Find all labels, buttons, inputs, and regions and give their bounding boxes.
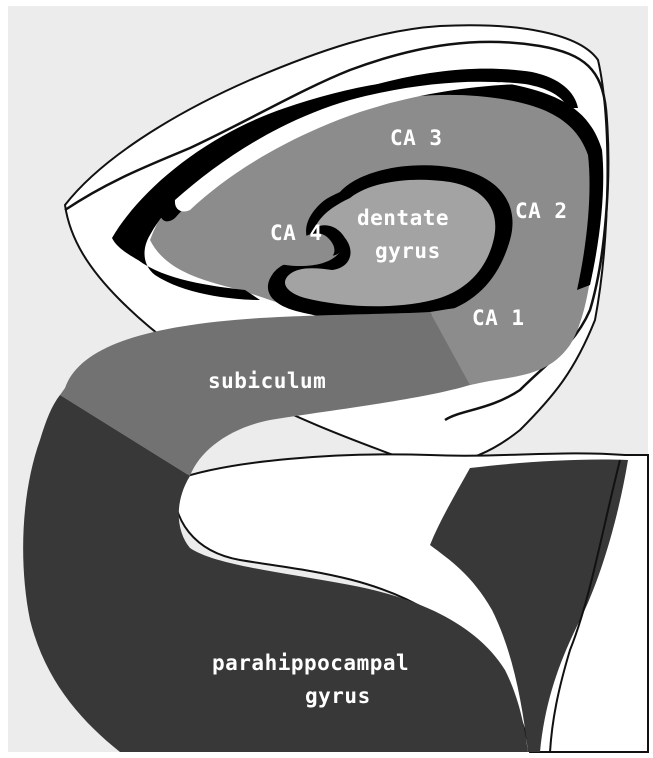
label-parahippocampal-line2: gyrus bbox=[305, 684, 371, 708]
label-subiculum: subiculum bbox=[208, 369, 326, 393]
label-ca1: CA 1 bbox=[472, 306, 525, 330]
label-ca2: CA 2 bbox=[515, 199, 568, 223]
label-parahippocampal-line1: parahippocampal bbox=[212, 651, 409, 675]
label-ca4: CA 4 bbox=[270, 221, 323, 245]
label-ca3: CA 3 bbox=[390, 126, 443, 150]
label-dentate-line1: dentate bbox=[357, 206, 449, 230]
label-dentate-line2: gyrus bbox=[375, 239, 441, 263]
